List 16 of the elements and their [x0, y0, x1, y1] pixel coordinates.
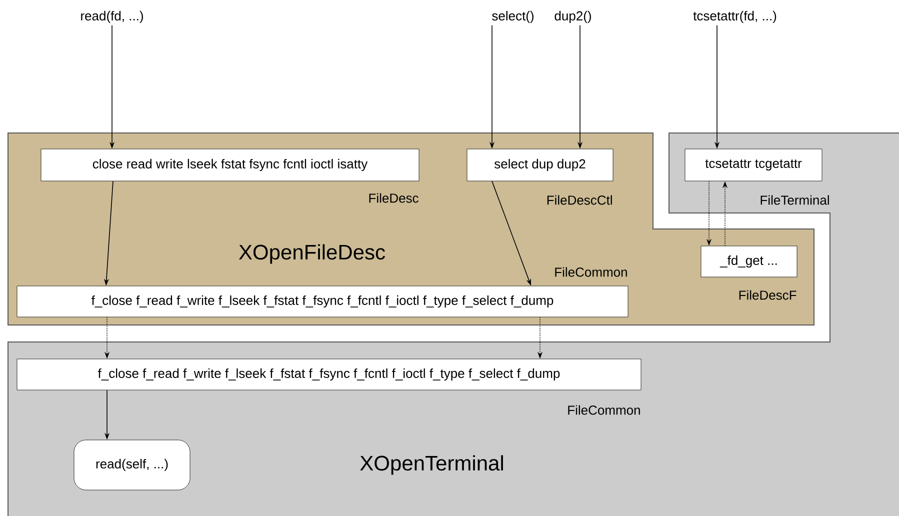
- method-box: close read write lseek fstat fsync fcntl ioctl isatty: [40, 148, 420, 182]
- method-box: f_close f_read f_write f_lseek f_fstat f_fsync f_fcntl f_ioctl f_type f_select f_dump: [16, 358, 642, 390]
- method-box: _fd_get ...: [700, 246, 798, 278]
- method-box: select dup dup2: [466, 148, 614, 182]
- rounded-box: read(self, ...): [74, 440, 190, 490]
- call-label: read(fd, ...): [81, 10, 143, 24]
- class-label: FileCommon: [555, 267, 627, 277]
- class-label: FileDescF: [739, 290, 796, 300]
- method-box: f_close f_read f_write f_lseek f_fstat f_fsync f_fcntl f_ioctl f_type f_select f_dump: [16, 286, 628, 318]
- method-box: tcsetattr tcgetattr: [684, 148, 822, 182]
- call-label: tcsetattr(fd, ...): [693, 10, 776, 24]
- call-label: select(): [492, 10, 534, 24]
- call-label: dup2(): [554, 10, 591, 24]
- class-label: FileCommon: [568, 405, 640, 415]
- class-label: FileDesc: [369, 193, 418, 203]
- class-label: FileDescCtl: [547, 195, 612, 205]
